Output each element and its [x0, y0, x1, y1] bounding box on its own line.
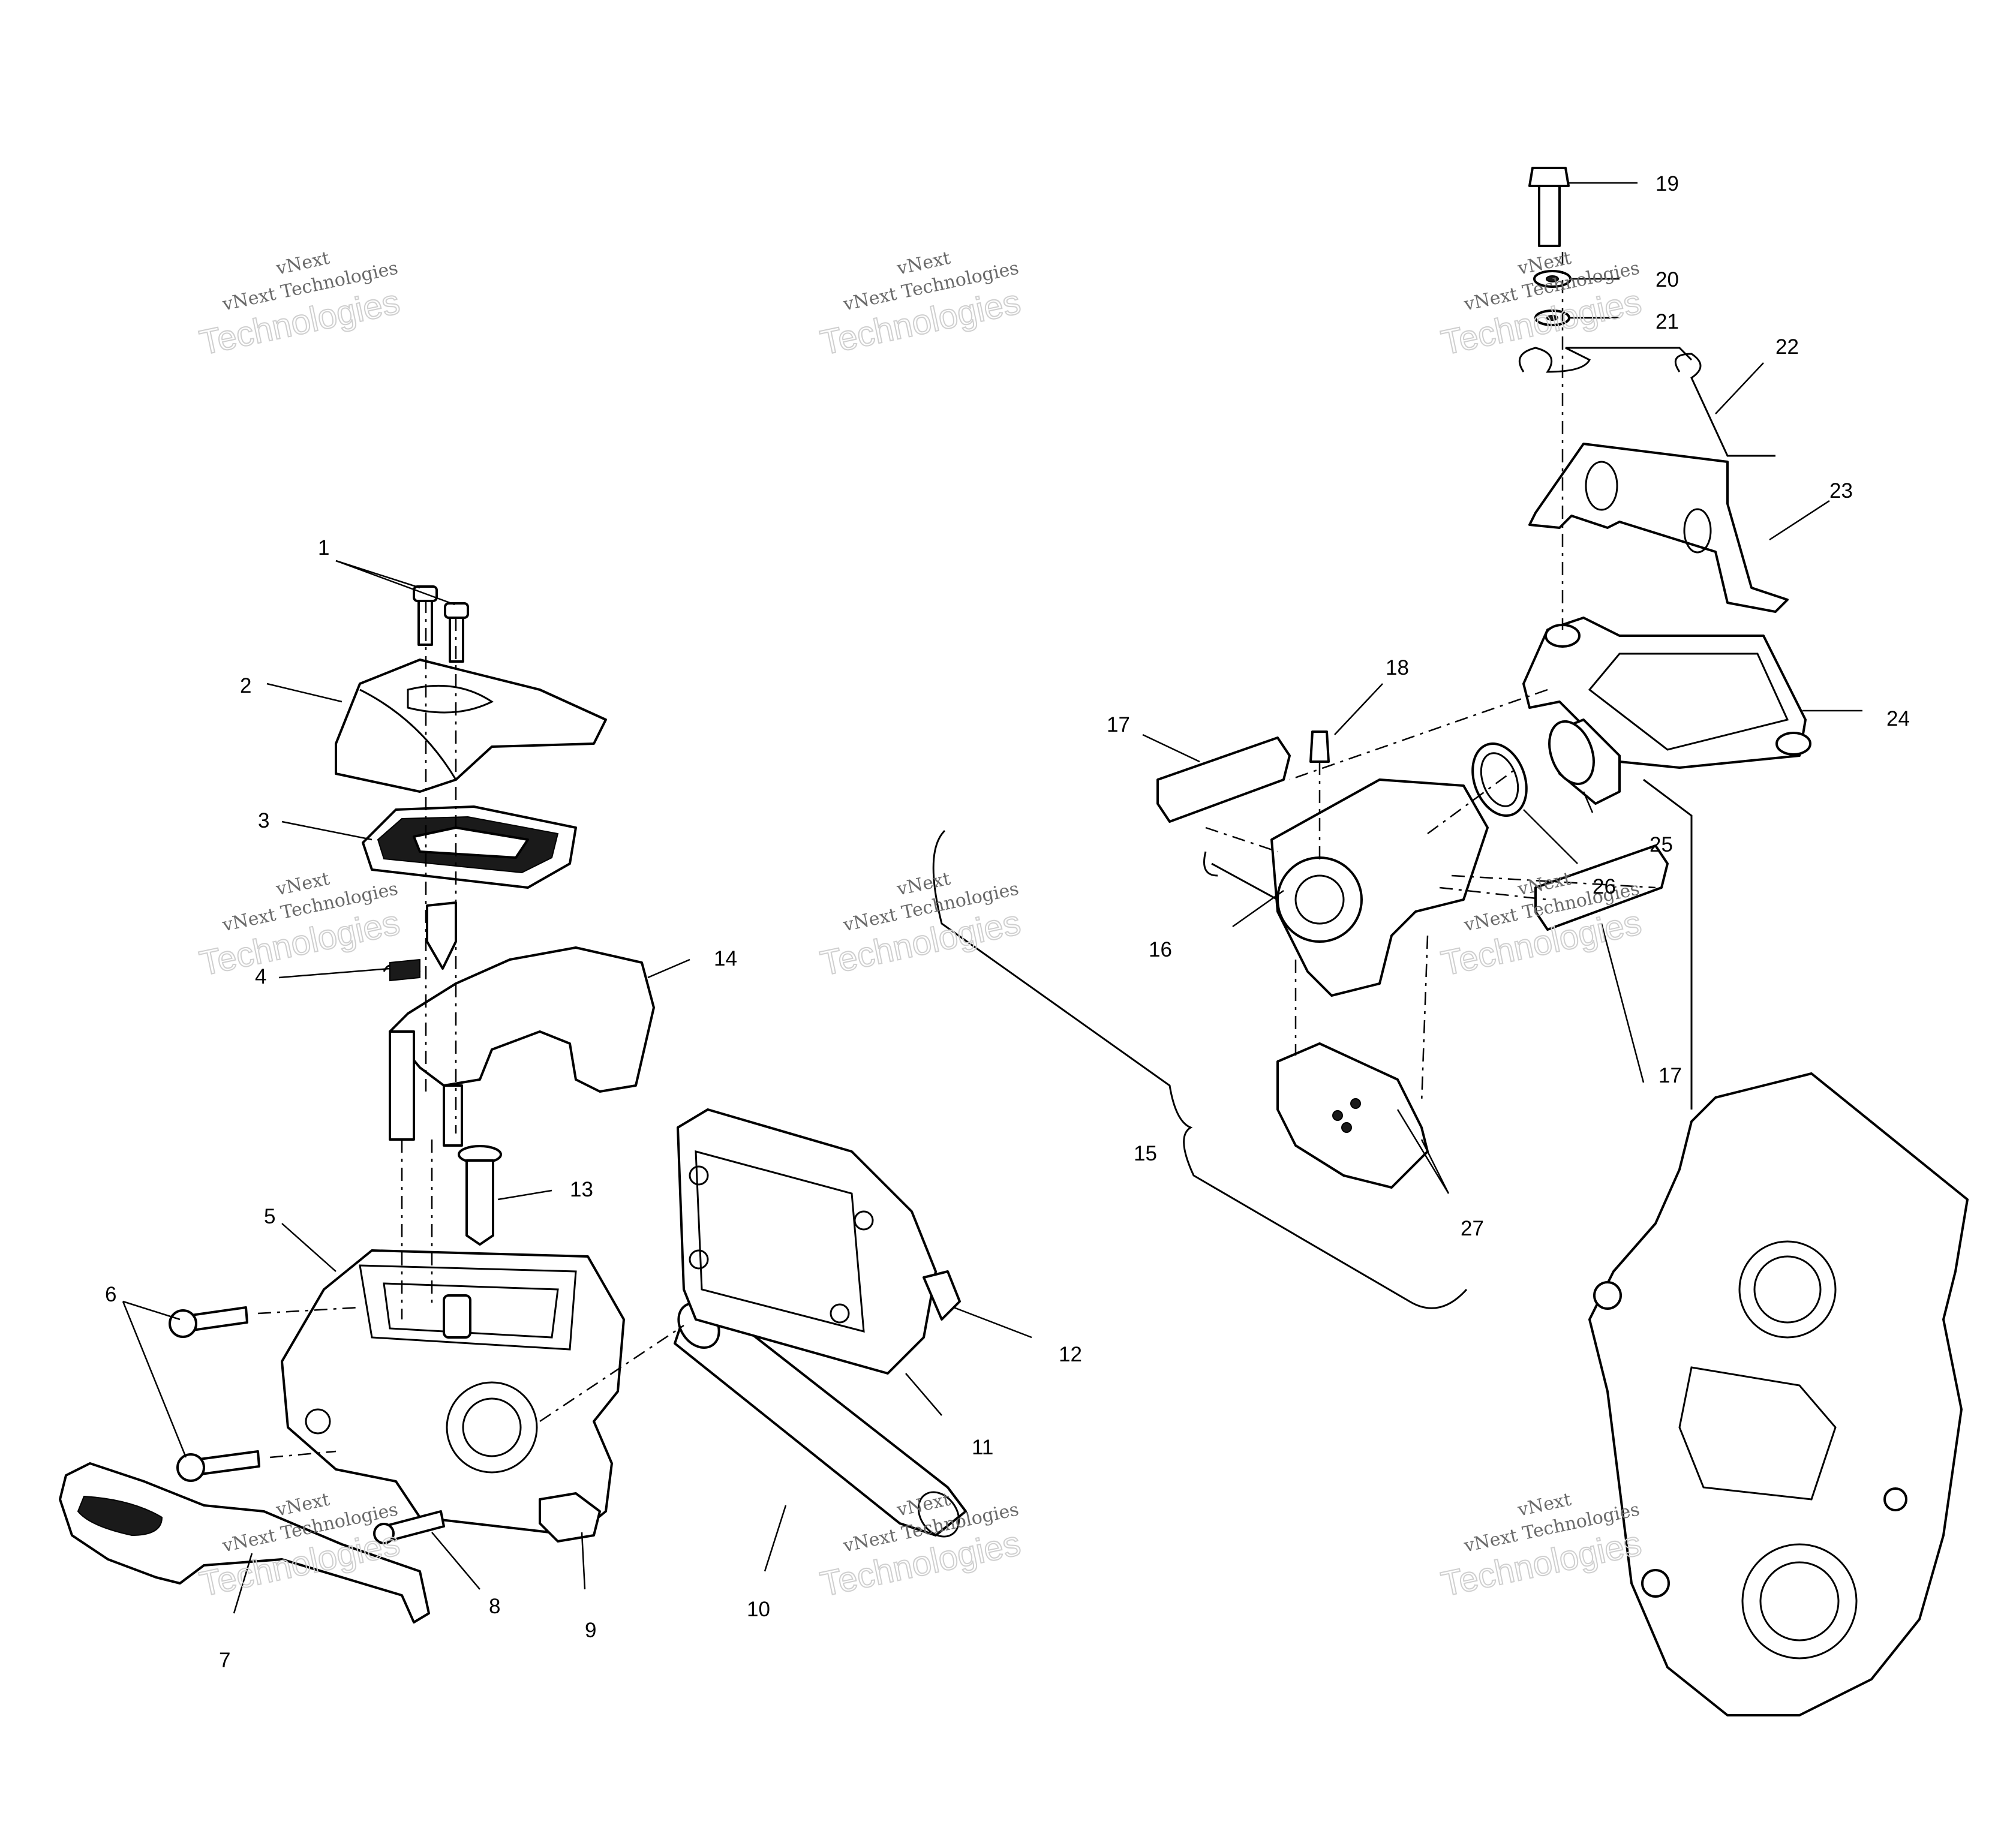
part-7-brake-lever: [59, 1462, 430, 1623]
part-27-brake-pads: [1276, 1042, 1429, 1189]
callout-25: 25: [1650, 833, 1673, 856]
callout-4: 4: [255, 965, 266, 988]
leader-lines: [122, 182, 1862, 1614]
part-5-housing: [281, 1249, 625, 1537]
callout-11: 11: [972, 1436, 993, 1459]
part-14-throttle-lever: [389, 946, 655, 1147]
part-25-piston: [1548, 718, 1621, 805]
callout-6: 6: [105, 1283, 116, 1306]
callout-2: 2: [240, 674, 251, 697]
callout-15: 15: [1134, 1142, 1157, 1165]
part-12-tab: [923, 1270, 961, 1321]
part-11-housing-cover: [677, 1108, 937, 1375]
callout-9: 9: [585, 1619, 596, 1642]
part-26-seal: [1471, 742, 1528, 817]
callout-3: 3: [258, 809, 269, 832]
callout-5: 5: [264, 1205, 275, 1228]
chaincase-housing: [1588, 1072, 1969, 1716]
callout-16: 16: [1149, 938, 1172, 961]
callout-7: 7: [219, 1649, 230, 1672]
part-18-bleeder: [1309, 730, 1330, 763]
part-17-pad-lower: [1534, 844, 1669, 931]
part-22-spring-wire: [1518, 347, 1775, 457]
callout-17a: 17: [1107, 713, 1130, 736]
callout-27: 27: [1461, 1217, 1484, 1240]
callout-labels: 1 2 3 4 5 6 7 8 9 10 11 12 13 14 15 16 1…: [105, 172, 1910, 1672]
part-2-cover: [335, 659, 607, 793]
part-1-screws: [413, 585, 469, 663]
callout-21: 21: [1656, 310, 1679, 333]
callout-23: 23: [1829, 479, 1853, 503]
group-brace-15: [932, 829, 1468, 1309]
callout-17b: 17: [1659, 1064, 1682, 1087]
part-23-bracket: [1528, 443, 1789, 613]
callout-22: 22: [1775, 335, 1799, 359]
part-16-caliper: [1203, 778, 1489, 997]
callout-20: 20: [1656, 268, 1679, 291]
callout-12: 12: [1059, 1343, 1082, 1366]
callout-19: 19: [1656, 172, 1679, 196]
plunger: [426, 901, 457, 970]
callout-1: 1: [318, 536, 329, 560]
part-6-screws: [169, 1306, 260, 1482]
callout-13: 13: [570, 1178, 593, 1201]
part-19-bolt: [1528, 167, 1570, 247]
part-13-pin: [458, 1145, 502, 1246]
part-4-spring: [383, 958, 421, 982]
part-8-screw: [373, 1510, 445, 1544]
callout-24: 24: [1886, 707, 1910, 730]
callout-10: 10: [747, 1598, 770, 1621]
callout-26: 26: [1593, 875, 1616, 898]
part-3-gasket: [362, 805, 577, 889]
callout-14: 14: [714, 947, 737, 970]
callout-8: 8: [489, 1595, 500, 1618]
callout-18: 18: [1386, 656, 1409, 680]
part-17-pad-upper: [1156, 736, 1291, 823]
part-9-clip: [539, 1492, 601, 1543]
right-guide-lines: [1205, 252, 1693, 1110]
left-guide-lines: [257, 600, 684, 1459]
